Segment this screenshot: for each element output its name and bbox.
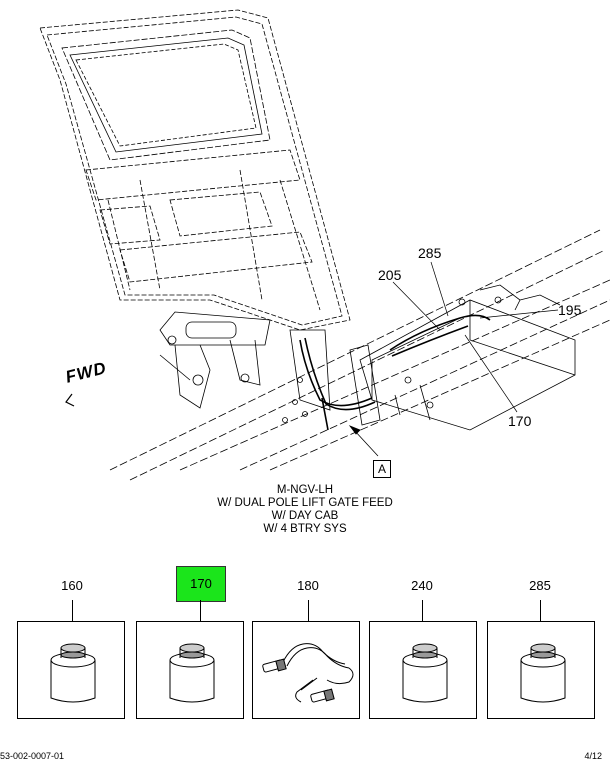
caption-line: W/ DAY CAB xyxy=(271,510,339,522)
callout-195[interactable]: 195 xyxy=(558,302,582,318)
part-label-240[interactable]: 240 xyxy=(411,578,433,593)
chemical-can-icon xyxy=(169,643,215,703)
part-label-160[interactable]: 160 xyxy=(61,578,83,593)
part-leader xyxy=(72,600,73,621)
diagram-caption: M-NGV-LH W/ DUAL POLE LIFT GATE FEED W/ … xyxy=(0,484,610,536)
chemical-can-icon xyxy=(50,643,96,703)
part-leader xyxy=(200,600,201,621)
frame-bolts xyxy=(282,377,308,423)
chemical-can-icon xyxy=(402,643,448,703)
fwd-arrow-icon xyxy=(65,393,75,407)
part-label-170[interactable]: 170 xyxy=(176,566,226,602)
part-thumb-160[interactable] xyxy=(17,621,125,719)
wiring-harness xyxy=(299,314,491,431)
cab-rear-window xyxy=(61,29,271,161)
part-thumb-180[interactable] xyxy=(252,621,360,719)
caption-line: W/ DUAL POLE LIFT GATE FEED xyxy=(217,497,393,509)
frame-rails xyxy=(109,229,610,481)
coiled-cable-icon xyxy=(262,643,354,703)
callout-leaders xyxy=(392,261,559,413)
caption-line: M-NGV-LH xyxy=(276,484,334,496)
callout-170[interactable]: 170 xyxy=(508,413,532,429)
part-leader xyxy=(422,600,423,621)
part-label-180[interactable]: 180 xyxy=(297,578,319,593)
part-leader xyxy=(308,600,309,621)
cab-panel-ribs xyxy=(85,149,321,311)
callout-285[interactable]: 285 xyxy=(418,245,442,261)
exploded-view-diagram xyxy=(39,9,610,481)
part-leader xyxy=(540,600,541,621)
reference-arrow xyxy=(348,425,379,457)
chemical-can-icon xyxy=(520,643,566,703)
caption-line: W/ 4 BTRY SYS xyxy=(263,523,347,535)
part-thumb-240[interactable] xyxy=(369,621,477,719)
part-label-285[interactable]: 285 xyxy=(529,578,551,593)
callout-205[interactable]: 205 xyxy=(378,267,402,283)
reference-box[interactable]: A xyxy=(373,460,391,478)
cab-mount-bracket xyxy=(159,311,331,411)
part-thumb-170[interactable] xyxy=(136,621,244,719)
document-code: 53-002-0007-01 xyxy=(0,751,65,761)
battery-box xyxy=(349,284,576,431)
page-number: 4/12 xyxy=(584,751,602,761)
cab-back-panel xyxy=(39,9,351,331)
part-thumb-285[interactable] xyxy=(487,621,595,719)
